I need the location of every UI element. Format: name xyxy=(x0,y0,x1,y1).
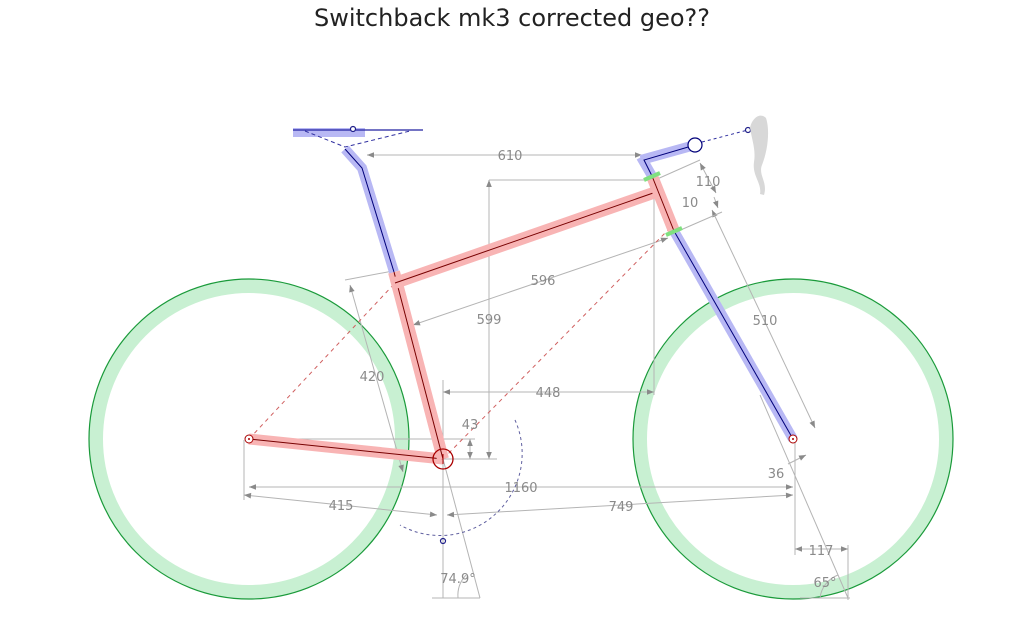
label-top-tube: 596 xyxy=(531,274,556,289)
pedal-point xyxy=(439,537,447,545)
crank-arc xyxy=(399,419,523,536)
label-head-tube-top: 110 xyxy=(696,175,721,190)
label-seat-tube: 420 xyxy=(360,370,385,385)
dimension-labels: 610 110 10 596 599 510 420 448 43 1160 4… xyxy=(329,149,837,591)
label-head-tube-lower: 10 xyxy=(682,196,699,211)
diagram-title: Switchback mk3 corrected geo?? xyxy=(313,4,710,32)
label-chainstay: 415 xyxy=(329,499,354,514)
label-stack: 599 xyxy=(477,313,502,328)
brake-lever-icon xyxy=(750,115,769,195)
bottom-bracket xyxy=(432,448,454,470)
components xyxy=(293,125,798,442)
label-seat-angle: 74.9° xyxy=(440,572,475,587)
frame xyxy=(248,173,680,465)
label-fork-offset: 36 xyxy=(768,467,785,482)
seat-stay-line xyxy=(248,282,396,440)
down-tube-line xyxy=(442,229,669,460)
headset-top-marker xyxy=(643,171,661,182)
label-bb-drop: 43 xyxy=(462,418,479,433)
label-reach: 448 xyxy=(536,386,561,401)
rear-axle xyxy=(244,434,254,444)
label-stem-reach: 610 xyxy=(498,149,523,164)
label-wheelbase: 1160 xyxy=(504,481,537,496)
front-axle xyxy=(788,434,798,444)
label-front-center: 749 xyxy=(609,500,634,515)
headset-bottom-marker xyxy=(665,226,683,237)
label-head-angle: 65° xyxy=(813,576,836,591)
label-fork-length: 510 xyxy=(753,314,778,329)
label-trail: 117 xyxy=(809,544,834,559)
